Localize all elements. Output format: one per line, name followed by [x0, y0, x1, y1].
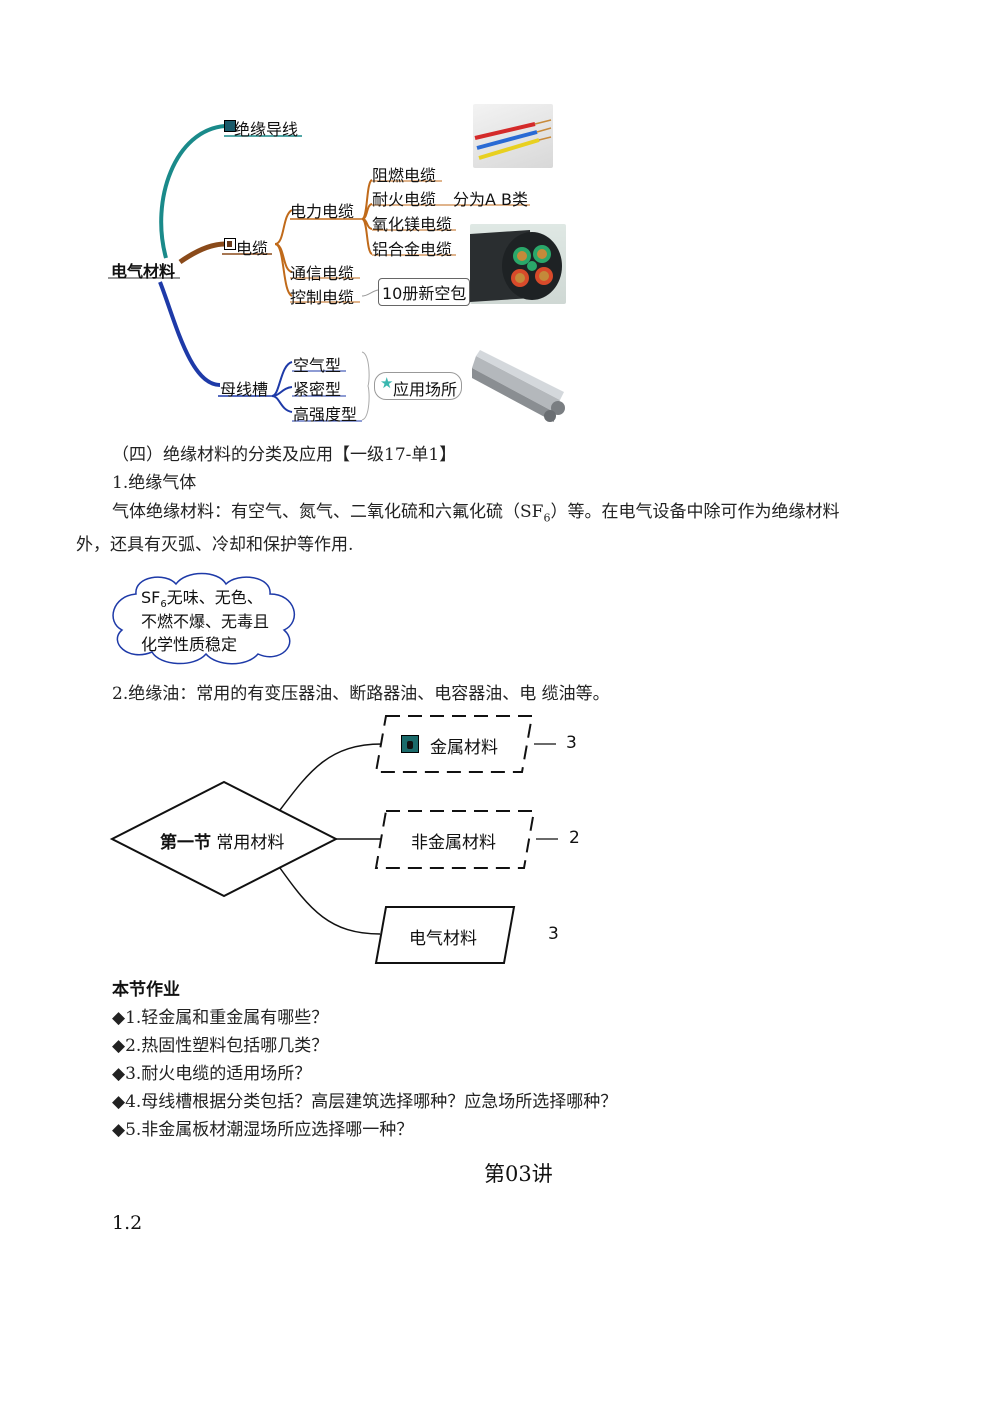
- insulated-wire-photo: [473, 104, 553, 168]
- mindmap-root: 电气材料: [111, 262, 176, 281]
- cloud-callout: [112, 572, 295, 665]
- node-box-nonmetal: [374, 810, 536, 869]
- para-text: ）等。在电气设备中除可作为绝缘材料: [550, 502, 840, 522]
- cloud-line2: 不燃不爆、无毒且: [141, 612, 270, 631]
- cloud-text: 无味、无色、: [166, 588, 263, 607]
- branch-busway: 母线槽: [220, 380, 269, 399]
- branch-line-wire: [159, 124, 226, 259]
- busway-item: 紧密型: [293, 380, 342, 399]
- busway-note-box: [374, 372, 462, 400]
- control-cable: 控制电缆: [290, 288, 355, 307]
- mindmap-lines: [108, 124, 530, 422]
- lecture-title: 第03讲: [484, 1162, 553, 1186]
- square-icon: [224, 120, 236, 132]
- subheading-gas: 1.绝缘气体: [112, 473, 197, 493]
- control-note: 10册新空包: [378, 278, 471, 306]
- section-heading: （四）绝缘材料的分类及应用【一级17-单1】: [112, 445, 457, 465]
- homework-item: ◆5.非金属板材潮湿场所应选择哪一种？: [112, 1120, 414, 1140]
- homework-item: ◆1.轻金属和重金属有哪些？: [112, 1008, 329, 1028]
- node-electrical: 电气材料: [409, 929, 477, 949]
- materials-diagram: [109, 715, 558, 964]
- cloud-line3: 化学性质稳定: [141, 635, 238, 654]
- center-label: 第一节 常用材料: [160, 828, 284, 853]
- homework-item: ◆3.耐火电缆的适用场所？: [112, 1064, 312, 1084]
- center-label-rest: 常用材料: [211, 833, 285, 853]
- homework-item: ◆2.热固性塑料包括哪几类？: [112, 1036, 329, 1056]
- thumb-icon: [401, 735, 419, 753]
- node-metal: 金属材料: [430, 738, 498, 758]
- ab-note: 分为A B类: [453, 190, 529, 209]
- node-electrical-count: 3: [548, 924, 559, 944]
- homework-title: 本节作业: [112, 980, 180, 1000]
- node-nonmetal: 非金属材料: [411, 833, 496, 853]
- paragraph-line1: 气体绝缘材料：有空气、氮气、二氧化硫和六氟化硫（SF6）等。在电气设备中除可作为…: [112, 497, 839, 533]
- cable-icon: [224, 238, 236, 250]
- busway-photo: [470, 348, 570, 430]
- subscript: 6: [160, 599, 167, 611]
- cloud-text: SF: [141, 588, 161, 607]
- subheading-oil: 2.绝缘油：常用的有变压器油、断路器油、电容器油、电 缆油等。: [112, 684, 610, 704]
- power-cable-item: 阻燃电缆: [372, 166, 437, 185]
- homework-item: ◆4.母线槽根据分类包括？高层建筑选择哪种？应急场所选择哪种？: [112, 1092, 618, 1112]
- branch-wire: 绝缘导线: [234, 120, 299, 139]
- node-box-electrical: [374, 906, 516, 964]
- power-cable-item: 耐火电缆: [372, 190, 437, 209]
- comm-cable: 通信电缆: [290, 264, 355, 283]
- lecture-item: 1.2: [112, 1212, 143, 1234]
- subscript: 6: [543, 511, 551, 525]
- power-cable: 电力电缆: [290, 202, 355, 221]
- power-cable-item: 氧化镁电缆: [372, 215, 453, 234]
- power-cable-item: 铝合金电缆: [372, 240, 453, 259]
- node-box-metal: [374, 715, 534, 773]
- paragraph-line2: 外，还具有灭弧、冷却和保护等作用.: [76, 535, 354, 555]
- node-nonmetal-count: 2: [569, 828, 580, 848]
- branch-cable: 电缆: [236, 239, 269, 258]
- cloud-line1: SF6无味、无色、: [141, 584, 263, 610]
- cable-photo: [470, 224, 566, 304]
- busway-item: 高强度型: [293, 405, 358, 424]
- busway-note: 应用场所: [393, 380, 458, 399]
- para-text: 气体绝缘材料：有空气、氮气、二氧化硫和六氟化硫（SF: [112, 502, 544, 522]
- center-label-bold: 第一节: [160, 833, 211, 853]
- branch-line-busway: [158, 281, 221, 387]
- node-metal-count: 3: [566, 733, 577, 753]
- branch-line-cable: [178, 241, 226, 265]
- star-icon: ★: [380, 374, 394, 392]
- busway-item: 空气型: [293, 356, 342, 375]
